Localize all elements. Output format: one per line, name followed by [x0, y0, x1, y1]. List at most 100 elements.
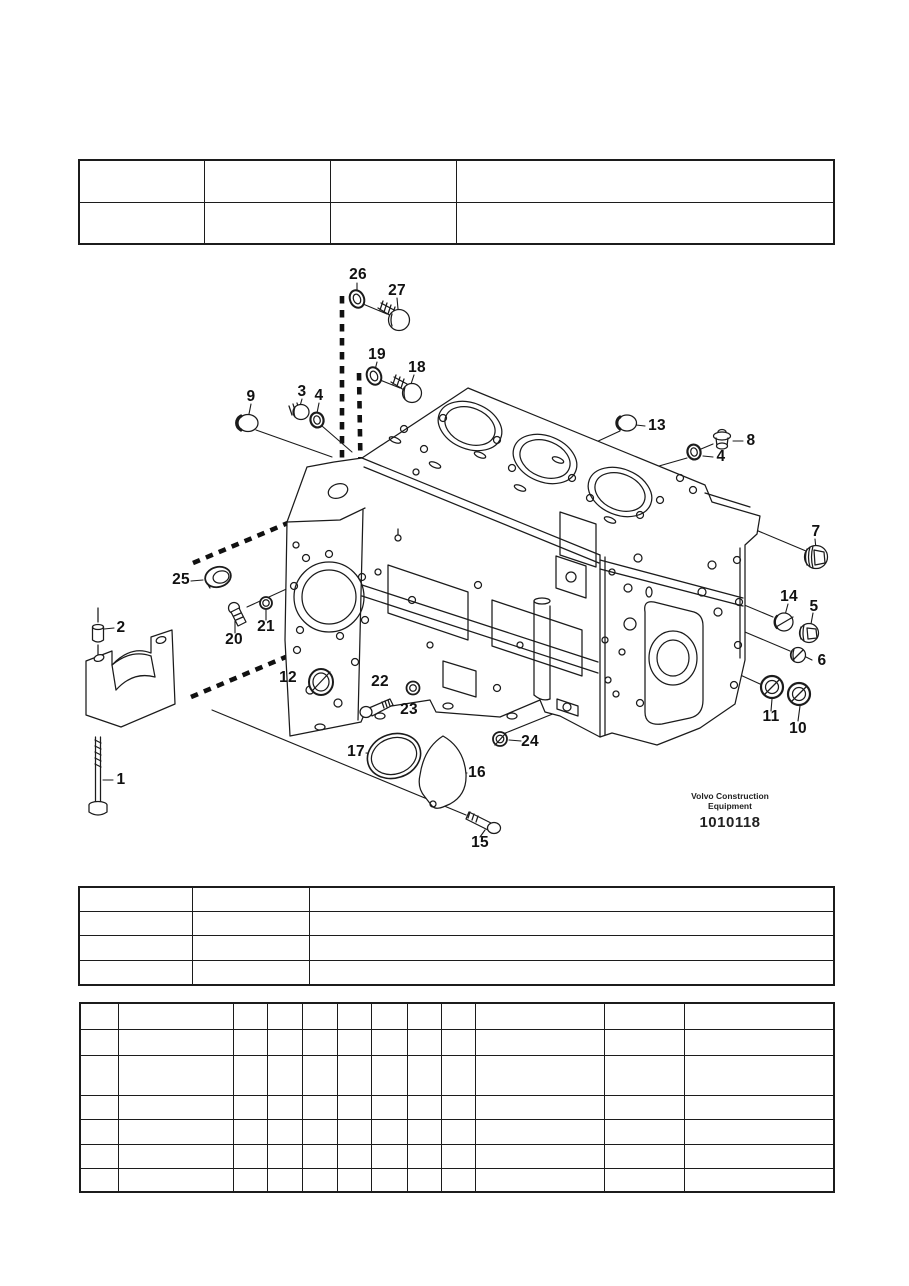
- part-bolt-22: [359, 698, 394, 719]
- empty-cell: [78, 959, 193, 986]
- empty-cell: [370, 1002, 408, 1030]
- part-washer-21: [259, 596, 273, 610]
- empty-cell: [474, 1143, 605, 1169]
- empty-cell: [440, 1002, 476, 1030]
- callout-6: 6: [817, 652, 827, 669]
- empty-cell: [406, 1167, 442, 1193]
- deck-holes: [388, 413, 698, 524]
- empty-cell: [474, 1002, 605, 1030]
- callout-21: 21: [257, 618, 275, 635]
- part-oring-4b: [686, 443, 702, 461]
- empty-cell: [329, 201, 457, 245]
- empty-cell: [336, 1167, 372, 1193]
- callout-25: 25: [172, 571, 190, 588]
- part-bolt-1: [88, 736, 108, 816]
- header-table: [78, 159, 835, 245]
- callout-18: 18: [408, 359, 426, 376]
- publisher-name-line2: Equipment: [708, 801, 752, 811]
- part-cup-plug-12: [308, 668, 334, 696]
- empty-cell: [78, 886, 193, 912]
- callout-23: 23: [400, 701, 418, 718]
- callout-11: 11: [762, 708, 780, 725]
- empty-cell: [440, 1167, 476, 1193]
- empty-cell: [683, 1028, 835, 1056]
- empty-cell: [301, 1118, 338, 1145]
- parts-detail-table: [79, 1002, 835, 1193]
- empty-cell: [266, 1118, 303, 1145]
- empty-cell: [474, 1054, 605, 1096]
- empty-cell: [336, 1143, 372, 1169]
- empty-cell: [440, 1118, 476, 1145]
- empty-cell: [301, 1094, 338, 1120]
- empty-cell: [406, 1143, 442, 1169]
- empty-cell: [79, 1002, 119, 1030]
- part-plug-7: [803, 544, 829, 570]
- empty-cell: [370, 1094, 408, 1120]
- callout-10: 10: [789, 720, 807, 737]
- callout-17: 17: [347, 743, 365, 760]
- part-plug-6: [789, 646, 807, 664]
- part-cup-plug-9: [235, 413, 259, 433]
- empty-cell: [117, 1094, 234, 1120]
- empty-cell: [232, 1143, 268, 1169]
- empty-cell: [370, 1028, 408, 1056]
- empty-cell: [301, 1028, 338, 1056]
- empty-cell: [308, 934, 835, 961]
- empty-cell: [336, 1028, 372, 1056]
- empty-cell: [603, 1028, 685, 1056]
- empty-cell: [301, 1002, 338, 1030]
- part-cup-plug-13: [615, 414, 638, 432]
- part-washer-24: [492, 731, 508, 747]
- empty-cell: [203, 159, 331, 203]
- part-cup-plug-14: [773, 612, 794, 632]
- part-oring-17: [366, 732, 422, 780]
- empty-cell: [440, 1054, 476, 1096]
- rear-face-holes: [601, 553, 744, 708]
- empty-cell: [370, 1054, 408, 1096]
- part-bolt-20: [227, 601, 247, 627]
- callout-5: 5: [809, 598, 819, 615]
- empty-cell: [232, 1054, 268, 1096]
- empty-cell: [117, 1118, 234, 1145]
- empty-cell: [440, 1143, 476, 1169]
- empty-cell: [78, 201, 205, 245]
- callout-24: 24: [521, 733, 539, 750]
- empty-cell: [308, 959, 835, 986]
- empty-cell: [370, 1118, 408, 1145]
- callout-1: 1: [116, 771, 126, 788]
- empty-cell: [603, 1094, 685, 1120]
- empty-cell: [406, 1118, 442, 1145]
- empty-cell: [191, 910, 310, 936]
- empty-cell: [336, 1118, 372, 1145]
- empty-cell: [603, 1167, 685, 1193]
- empty-cell: [336, 1094, 372, 1120]
- empty-cell: [232, 1094, 268, 1120]
- callout-16: 16: [468, 764, 486, 781]
- empty-cell: [440, 1094, 476, 1120]
- rear-opening: [644, 601, 704, 725]
- callout-4-5: 4: [314, 387, 324, 404]
- callout-9: 9: [246, 388, 256, 405]
- empty-cell: [308, 886, 835, 912]
- empty-cell: [603, 1002, 685, 1030]
- part-washer-23: [405, 680, 421, 696]
- empty-cell: [79, 1118, 119, 1145]
- empty-cell: [440, 1028, 476, 1056]
- empty-cell: [79, 1094, 119, 1120]
- empty-cell: [406, 1028, 442, 1056]
- empty-cell: [117, 1143, 234, 1169]
- part-dowel-2: [91, 607, 105, 656]
- figure-number: 1010118: [699, 814, 761, 831]
- part-plug-27: [377, 300, 411, 332]
- publisher-name-line1: Volvo Construction: [691, 791, 769, 801]
- empty-cell: [406, 1002, 442, 1030]
- part-bolt-15: [465, 811, 502, 835]
- empty-cell: [336, 1002, 372, 1030]
- parts-summary-table: [78, 886, 835, 986]
- empty-cell: [79, 1028, 119, 1056]
- empty-cell: [117, 1002, 234, 1030]
- part-seal-10: [786, 681, 812, 707]
- callout-27: 27: [388, 282, 406, 299]
- empty-cell: [603, 1143, 685, 1169]
